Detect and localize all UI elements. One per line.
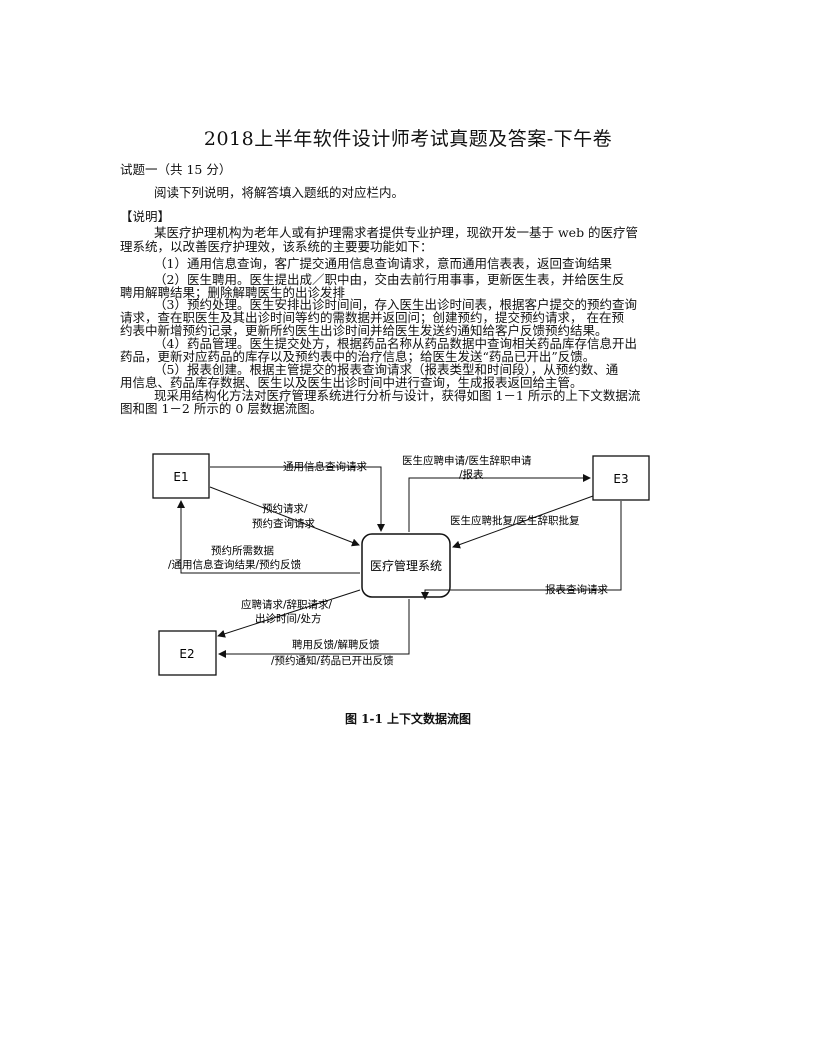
function-item-3-cont: 请求，查在职医生及其出诊时间等约的需数据并返回问；创建预约，提交预约请求， 在在… (120, 310, 624, 325)
entity-e3-box (592, 455, 650, 501)
function-item-2-cont: 聘用解聘结果；删除解聘医生的出诊发排 (120, 285, 346, 300)
flow-label: 出诊时间/处方 (255, 612, 322, 625)
flow-label: 医生应聘申请/医生辞职申请 (402, 454, 532, 467)
flow-arrow (421, 501, 622, 600)
entity-e1-box (152, 453, 210, 499)
flow-arrow (210, 466, 385, 532)
flow-label: 医生应聘批复/医生辞职批复 (450, 514, 580, 527)
flow-arrow (452, 495, 594, 549)
description-line: 某医疗护理机构为老年人或有护理需求者提供专业护理，现欲开发一基于 web 的医疗… (154, 225, 639, 240)
description-line: 理系统，以改善医疗护理效，该系统的主要要功能如下： (120, 239, 433, 254)
flow-arrow (218, 599, 410, 658)
figure-caption: 图 1-1 上下文数据流图 (344, 712, 472, 726)
flow-label: 预约所需数据 (211, 544, 274, 557)
entity-e3-label: E3 (613, 472, 628, 486)
section-heading: 【说明】 (120, 209, 171, 224)
function-item-1: （1）通用信息查询，客广提交通用信息查询请求，意而通用信表表，返回查询结果 (154, 256, 612, 271)
flow-arrow (408, 474, 591, 532)
function-item-5-cont: 用信息、药品库存数据、医生以及医生出诊时间中进行查询，生成报表返回给主管。 (120, 375, 583, 390)
process-label: 医疗管理系统 (370, 558, 442, 573)
flow-label: /报表 (459, 468, 484, 481)
function-item-2: （2）医生聘用。医生提出成／职中由，交由去前行用事事，更新医生表，并给医生反 (154, 272, 625, 287)
flow-arrow (217, 589, 361, 638)
question-header: 试题一（共 15 分） (120, 162, 232, 177)
context-dfd-diagram: E1 E3 E2 医疗管理系统 通用信息查询请求 预约请求/ 预约查询请求 预约… (152, 453, 650, 676)
entity-e1-label: E1 (173, 470, 188, 484)
flow-label: 报表查询请求 (545, 583, 608, 596)
function-item-3-cont: 约表中新增预约记录，更新所约医生出诊时间并给医生发送约通知给客户反馈预约结果。 (120, 323, 608, 338)
function-item-5: （5）报表创建。根据主管提交的报表查询请求（报表类型和时间段），从预约数、通 (154, 362, 619, 377)
flow-label: /预约通知/药品已开出反馈 (271, 654, 394, 667)
instruction-text: 阅读下列说明，将解答填入题纸的对应栏内。 (154, 185, 405, 200)
closing-line: 现采用结构化方法对医疗管理系统进行分析与设计，获得如图 1－1 所示的上下文数据… (154, 388, 641, 403)
flow-label: 聘用反馈/解聘反馈 (292, 638, 380, 651)
flow-label: /通用信息查询结果/预约反馈 (168, 558, 302, 571)
closing-line: 图和图 1－2 所示的 0 层数据流图。 (120, 401, 323, 416)
flow-label: 通用信息查询请求 (283, 460, 367, 473)
entity-e2-box (158, 630, 217, 676)
flow-arrow (177, 500, 360, 574)
function-item-4: （4）药品管理。医生提交处方，根据药品名称从药品数据中查询相关药品库存信息开出 (154, 336, 637, 351)
entity-e2-label: E2 (179, 647, 194, 661)
process-box (361, 533, 451, 598)
flow-label: 预约请求/ (262, 502, 308, 515)
page-title: 2018上半年软件设计师考试真题及答案-下午卷 (203, 128, 613, 150)
flow-label: 应聘请求/辞职请求/ (241, 598, 333, 611)
function-item-4-cont: 药品，更新对应药品的库存以及预约表中的治疗信息；给医生发送“药品已开出”反馈。 (120, 349, 596, 364)
function-item-3: （3）预约处理。医生安排出诊时间间，存入医生出诊时间表，根据客户提交的预约查询 (154, 297, 637, 312)
flow-label: 预约查询请求 (252, 517, 315, 530)
flow-arrow (209, 486, 360, 547)
